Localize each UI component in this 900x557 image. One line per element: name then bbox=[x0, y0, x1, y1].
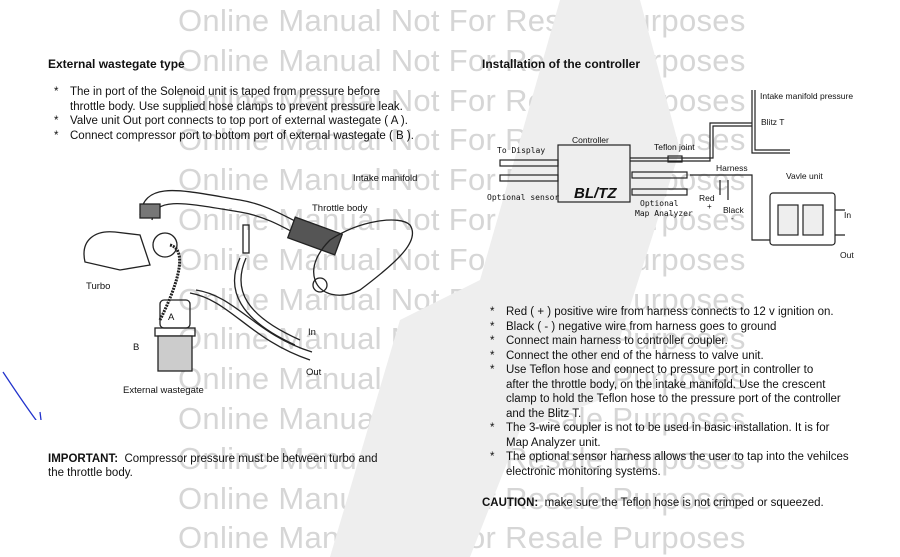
label-optional: Optional bbox=[640, 199, 679, 208]
bullet-cont: clamp to hold the Teflon hose to the pre… bbox=[506, 393, 841, 405]
wastegate-diagram bbox=[83, 189, 414, 372]
bullet-cont: throttle body. Use supplied hose clamps … bbox=[70, 100, 403, 113]
right-heading: Installation of the controller bbox=[482, 57, 641, 71]
label-turbo: Turbo bbox=[86, 281, 111, 292]
label-external-wastegate: External wastegate bbox=[123, 385, 204, 396]
caution-text: make sure the Teflon hose is not crimped… bbox=[544, 497, 824, 509]
label-map-analyzer: Map Analyzer bbox=[635, 209, 693, 218]
caution-label: CAUTION: bbox=[482, 497, 539, 509]
bullet: Use Teflon hose and connect to pressure … bbox=[484, 363, 849, 378]
label-teflon-joint: Teflon joint bbox=[654, 142, 695, 152]
label-harness: Harness bbox=[716, 163, 748, 173]
right-bullets: Red ( + ) positive wire from harness con… bbox=[484, 305, 849, 479]
bullet-cont: electronic monitoring systems. bbox=[506, 465, 661, 478]
label-a: A bbox=[168, 312, 175, 323]
label-plus: + bbox=[707, 202, 712, 211]
label-in: In bbox=[308, 327, 316, 338]
important-label: IMPORTANT: bbox=[48, 453, 119, 465]
left-heading: External wastegate type bbox=[48, 57, 185, 71]
label-valve-unit: Vavle unit bbox=[786, 171, 823, 181]
watermark-line: Online Manual Not For Resale Purposes bbox=[178, 241, 746, 277]
bullet: The 3-wire coupler is not to be used in … bbox=[484, 421, 849, 436]
logo-watermark bbox=[330, 0, 680, 557]
label-black: Black bbox=[723, 205, 744, 215]
blitz-logo: BL/TZ bbox=[574, 185, 617, 202]
bullet: The in port of the Solenoid unit is tape… bbox=[48, 85, 414, 100]
bullet-cont: Map Analyzer unit. bbox=[506, 436, 601, 449]
bullet: Red ( + ) positive wire from harness con… bbox=[484, 305, 849, 320]
bullet-cont: after the throttle body, on the intake m… bbox=[506, 378, 826, 391]
label-optional-sensor: Optional sensor bbox=[487, 193, 560, 202]
bullet: Connect compressor port to bottom port o… bbox=[48, 129, 414, 144]
bullet-cont: and the Blitz T. bbox=[506, 407, 582, 420]
arrow-annotation-icon bbox=[2, 371, 42, 420]
bullet: Connect the other end of the harness to … bbox=[484, 349, 849, 364]
bullet: Connect main harness to controller coupl… bbox=[484, 334, 849, 349]
watermark-line: Online Manual Not For Resale Purposes bbox=[178, 3, 746, 38]
label-intake-pressure: Intake manifold pressure bbox=[760, 91, 854, 101]
label-out: Out bbox=[306, 367, 322, 378]
label-controller: Controller bbox=[572, 135, 609, 145]
label-minus: - bbox=[731, 214, 734, 223]
left-bullets: The in port of the Solenoid unit is tape… bbox=[48, 85, 414, 143]
controller-box bbox=[557, 144, 631, 203]
label-throttle-body: Throttle body bbox=[312, 203, 368, 214]
important-text-cont: the throttle body. bbox=[48, 467, 133, 479]
label-red: Red bbox=[699, 193, 715, 203]
label-to-display: To Display bbox=[497, 146, 546, 155]
label-valve-out: Out bbox=[840, 250, 854, 260]
bullet: Black ( - ) negative wire from harness g… bbox=[484, 320, 849, 335]
label-intake-manifold: Intake manifold bbox=[353, 173, 418, 184]
important-text: Compressor pressure must be between turb… bbox=[124, 453, 378, 465]
bullet: The optional sensor harness allows the u… bbox=[484, 450, 849, 465]
important-note: IMPORTANT: Compressor pressure must be b… bbox=[48, 452, 378, 480]
label-valve-in: In bbox=[844, 210, 852, 220]
label-b: B bbox=[133, 342, 140, 353]
bullet: Valve unit Out port connects to top port… bbox=[48, 114, 414, 129]
caution-note: CAUTION: make sure the Teflon hose is no… bbox=[482, 496, 824, 510]
label-blitz-t: Blitz T bbox=[761, 117, 785, 127]
controller-diagram bbox=[499, 90, 845, 246]
